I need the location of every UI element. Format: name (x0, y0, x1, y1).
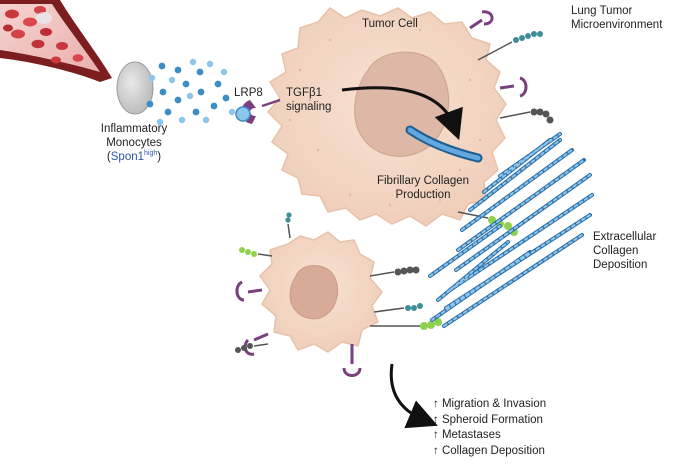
tumor-cell-label: Tumor Cell (362, 18, 418, 30)
secreted-particles (146, 58, 236, 126)
blood-vessel (0, 0, 112, 82)
outcome-item: ↑ Collagen Deposition (433, 444, 545, 457)
intracellular-collagen (405, 125, 483, 163)
production-label: Fibrillary Collagen Production (376, 175, 470, 201)
deposition-label: Extracellular Collagen Deposition (593, 231, 657, 271)
tumor-cell (266, 7, 507, 227)
lrp8-label: LRP8 (234, 87, 263, 99)
monocyte-subtype: (Spon1high) (106, 150, 162, 163)
small-tumor-cell (259, 231, 383, 353)
outcome-list: ↑ Migration & Invasion ↑ Spheroid Format… (433, 397, 546, 459)
lrp8-receptor (235, 98, 281, 124)
monocyte-cell (116, 61, 154, 115)
collagen-mesh (428, 132, 594, 328)
monocytes-label: Inflammatory Monocytes (Spon1high) (94, 122, 174, 164)
integrin-chains (235, 31, 554, 353)
outcome-item: ↑ Metastases (433, 429, 501, 441)
environment-label: Lung Tumor Microenvironment (571, 5, 663, 31)
outcome-arrow (389, 363, 438, 429)
signaling-arrow (341, 86, 463, 141)
outcome-item: ↑ Spheroid Formation (433, 413, 543, 426)
signaling-label: TGFβ1 signaling (286, 87, 332, 113)
outcome-item: ↑ Migration & Invasion (433, 398, 547, 410)
